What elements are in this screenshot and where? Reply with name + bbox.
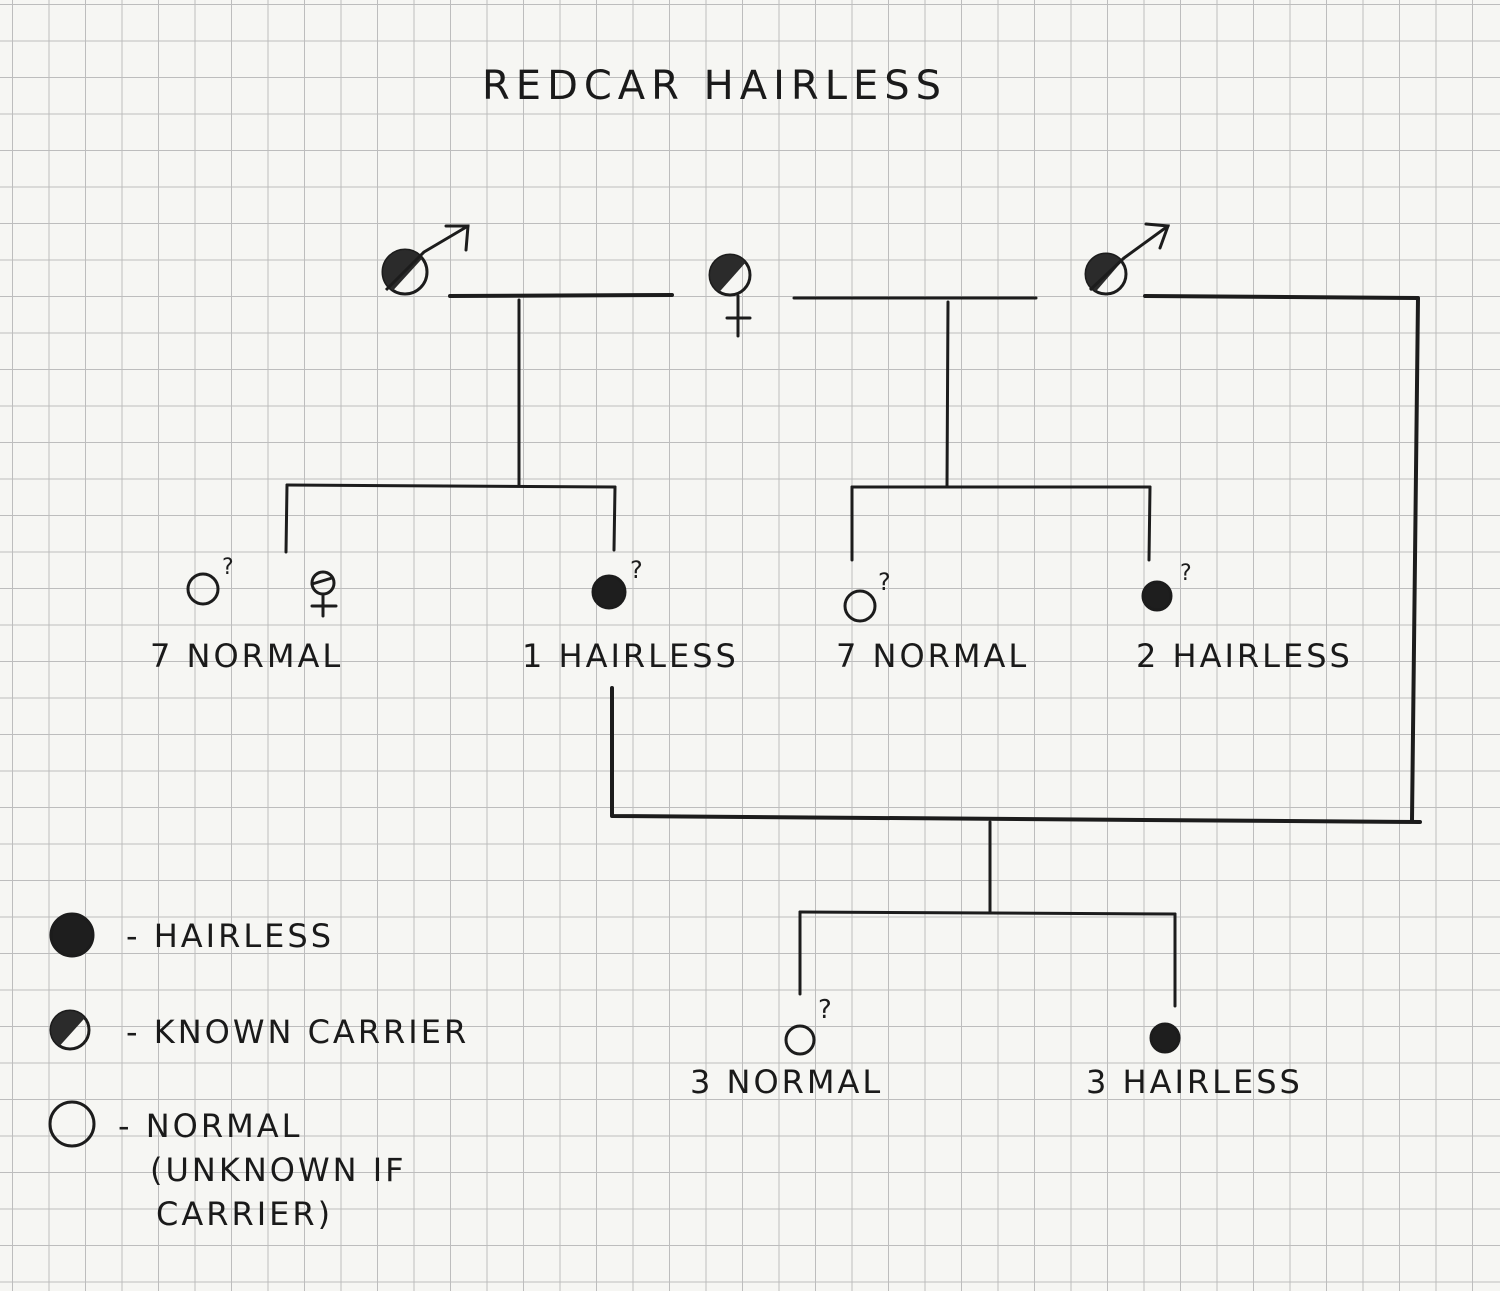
legend-normal-note-line2: CARRIER) xyxy=(156,1195,334,1233)
mating-line-hairless-offspring xyxy=(610,686,1422,824)
unknown-mark: ? xyxy=(818,995,832,1025)
mating-line-sire1-dam xyxy=(448,293,674,298)
unknown-mark: ? xyxy=(630,556,643,584)
sire-2-carrier-male xyxy=(1084,222,1171,296)
legend-normal-label: - NORMAL xyxy=(118,1107,303,1145)
branch-litter-a-normal xyxy=(284,483,289,554)
litter-b-hairless-symbol: ? xyxy=(1141,561,1192,612)
litter-a-normal-symbol: ? xyxy=(186,555,234,606)
dam-carrier-female xyxy=(708,253,752,338)
litter-c-hairless-count: 3 HAIRLESS xyxy=(1086,1063,1303,1101)
litter-b-normal-count: 7 NORMAL xyxy=(836,637,1030,675)
legend-hairless-label: - HAIRLESS xyxy=(126,917,335,955)
litter-c-normal-symbol: ? xyxy=(784,995,832,1056)
unknown-mark: ? xyxy=(222,555,234,580)
litter-a-normal-count: 7 NORMAL xyxy=(150,637,344,675)
unknown-mark: ? xyxy=(1180,561,1192,586)
legend-normal-symbol xyxy=(48,1100,96,1148)
mating-line-sire2-to-litter-c xyxy=(1143,294,1420,822)
legend-normal-note-line1: (UNKNOWN IF xyxy=(150,1151,407,1189)
branch-litter-a-hairless xyxy=(612,485,617,552)
litter-b-normal-symbol: ? xyxy=(843,568,891,623)
legend-hairless-symbol xyxy=(49,912,95,958)
diagram-title: REDCAR HAIRLESS xyxy=(482,63,948,109)
male-symbol-icon xyxy=(1122,222,1171,260)
sibship-line-litter-c xyxy=(798,910,1177,916)
male-symbol-icon xyxy=(422,224,470,254)
descent-line-litter-b xyxy=(945,300,950,489)
sire-1-carrier-male xyxy=(381,224,470,296)
litter-c-normal-count: 3 NORMAL xyxy=(690,1063,884,1101)
litter-b-hairless-count: 2 HAIRLESS xyxy=(1136,637,1353,675)
female-symbol-icon xyxy=(725,294,752,338)
litter-a-hairless-symbol: ? xyxy=(591,556,643,610)
sibship-line-litter-a xyxy=(285,483,617,489)
unknown-mark: ? xyxy=(878,568,891,596)
litter-a-hairless-count: 1 HAIRLESS xyxy=(522,637,739,675)
legend-carrier-symbol xyxy=(49,1009,91,1051)
female-symbol-icon xyxy=(310,570,338,618)
litter-c-hairless-symbol xyxy=(1149,1022,1181,1054)
legend-carrier-label: - KNOWN CARRIER xyxy=(126,1013,470,1051)
branch-litter-b-hairless xyxy=(1147,485,1152,562)
